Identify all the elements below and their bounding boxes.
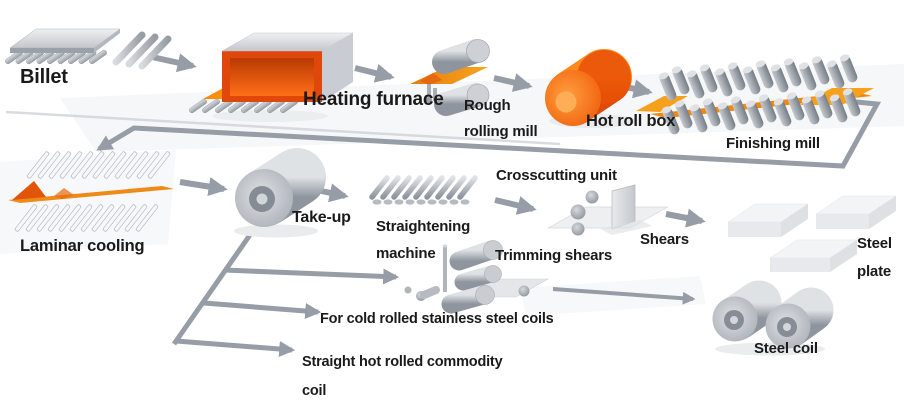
arrow-trimming-to-steel-coil — [552, 287, 696, 305]
label-trimming-shears: Trimming shears — [495, 247, 613, 264]
finishing-mill-illustration — [636, 53, 874, 136]
label-heating-furnace: Heating furnace — [303, 89, 444, 110]
label-branch-straight-hot: Straight hot rolled commodity coil — [302, 354, 503, 399]
take-up-coil-illustration — [234, 148, 326, 238]
arrow-laminar-to-take-up — [179, 177, 228, 197]
label-straightening-machine: Straightening machine — [376, 218, 471, 262]
branch-main-line — [171, 230, 255, 346]
hot-roll-box-illustration — [545, 49, 637, 128]
laminar-cooling-illustration — [8, 150, 174, 233]
arrow-rough-mill-to-hot-roll-box — [493, 73, 533, 92]
arrow-finishing-to-laminar — [96, 98, 882, 169]
label-finishing-mill: Finishing mill — [726, 135, 820, 152]
label-shears: Shears — [640, 231, 689, 248]
arrow-furnace-to-rough-mill — [354, 63, 395, 83]
label-billet: Billet — [20, 66, 68, 88]
label-take-up: Take-up — [292, 209, 351, 226]
label-branch-cold-rolled: For cold rolled stainless steel coils — [320, 311, 554, 327]
crosscutting-unit-illustration — [547, 184, 669, 236]
arrow-crosscutting-to-plates — [665, 208, 706, 228]
rough-rolling-mill-illustration — [410, 39, 490, 116]
label-laminar-cooling: Laminar cooling — [20, 237, 145, 255]
straightening-machine-illustration — [369, 175, 478, 205]
arrow-branch-straight-hot — [175, 338, 296, 357]
arrow-branch-trimming — [223, 267, 400, 285]
label-hot-roll-box: Hot roll box — [586, 112, 676, 130]
arrow-billet-to-furnace — [151, 53, 197, 73]
label-steel-plate: Steel plate — [857, 235, 892, 280]
label-rough-rolling-mill: Rough rolling mill — [464, 97, 538, 140]
steel-plate-illustration — [727, 195, 897, 272]
label-steel-coil: Steel coil — [754, 340, 818, 357]
arrow-branch-cold-rolled — [203, 300, 322, 319]
steel-coil-illustration — [712, 280, 834, 356]
arrow-straightening-to-crosscutting — [494, 196, 537, 215]
billet-illustration — [4, 28, 172, 70]
heating-furnace-illustration — [188, 32, 354, 122]
label-crosscutting-unit: Crosscutting unit — [496, 167, 617, 184]
trimming-shears-illustration — [404, 240, 550, 314]
